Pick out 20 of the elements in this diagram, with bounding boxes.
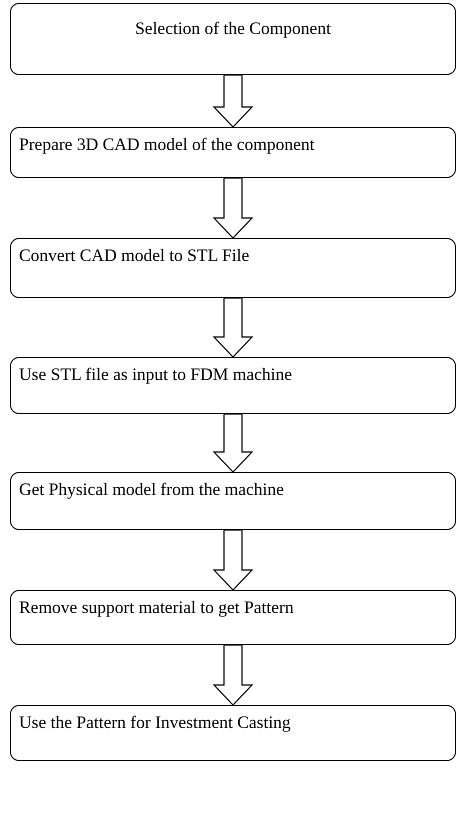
process-box xyxy=(10,3,456,75)
process-box xyxy=(10,127,456,178)
block-arrow xyxy=(212,413,254,473)
step-text: Convert CAD model to STL File xyxy=(19,245,250,266)
step-text: Use STL file as input to FDM machine xyxy=(19,364,292,385)
process-box xyxy=(10,238,456,298)
process-box xyxy=(10,357,456,414)
block-arrow xyxy=(212,74,254,128)
process-box xyxy=(10,472,456,530)
step-text: Prepare 3D CAD model of the component xyxy=(19,134,314,155)
process-box xyxy=(10,705,456,761)
step-text: Selection of the Component xyxy=(135,18,331,39)
block-arrow xyxy=(212,177,254,239)
step-text: Use the Pattern for Investment Casting xyxy=(19,712,291,733)
block-arrow xyxy=(212,644,254,706)
step-text: Remove support material to get Pattern xyxy=(19,597,294,618)
block-arrow xyxy=(212,297,254,358)
process-box xyxy=(10,590,456,645)
block-arrow xyxy=(212,529,254,591)
step-text: Get Physical model from the machine xyxy=(19,479,284,500)
